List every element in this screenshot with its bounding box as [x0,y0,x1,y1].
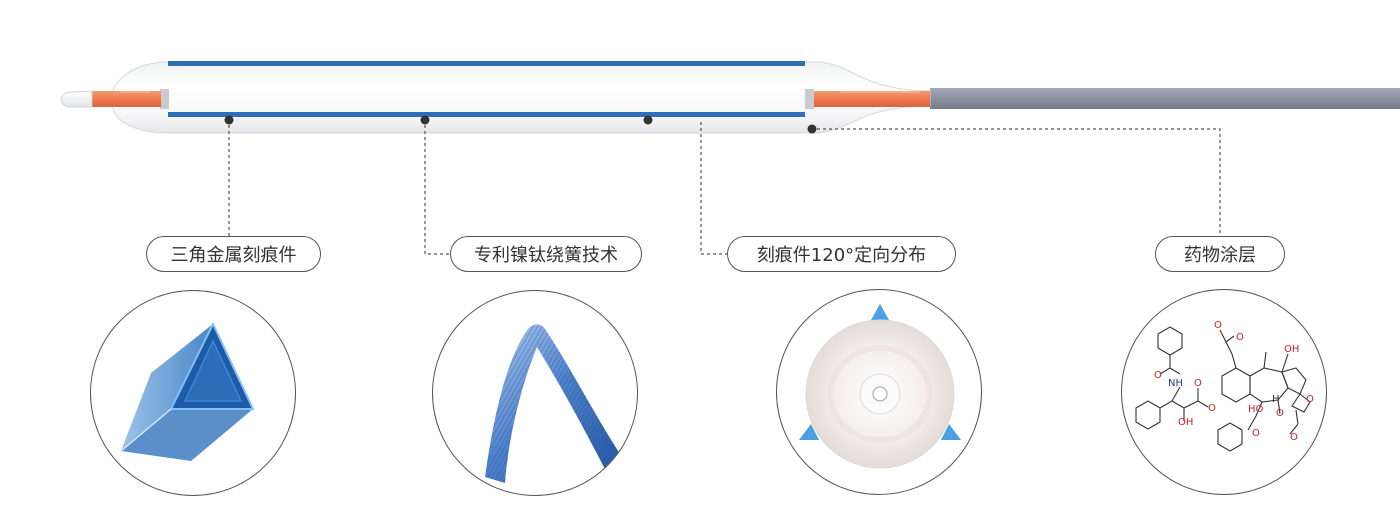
score-marker-left [799,424,819,440]
mol-label-oh-2: OH [1284,344,1299,355]
catheter-shaft [930,88,1400,109]
feature-label-score: 刻痕件120°定向分布 [727,236,956,272]
callout-dot-coating [807,124,817,134]
marker-band-right [805,89,814,109]
spring-line-top [168,61,805,66]
marker-band-left [160,89,169,109]
callout-dot-triangle [224,115,234,125]
mol-label-o-1: O [1154,370,1162,381]
mol-label-o-2: O [1194,378,1202,389]
mol-label-o-8: O [1252,428,1260,439]
feature-label-coating: 药物涂层 [1155,236,1285,272]
score-distribution-image [776,289,982,495]
score-marker-top [871,304,889,320]
distal-tip [60,90,93,108]
guidewire-lumen [872,386,888,402]
feature-label-spring: 专利镍钛绕簧技术 [450,236,642,272]
prism-bottom-face [121,409,253,461]
mol-label-h: H [1272,394,1280,405]
mol-label-o-5: O [1236,332,1244,343]
callout-dot-score [643,115,653,125]
leader-line-score [700,122,727,255]
leader-line-spring [424,125,450,255]
mol-label-ho: HO [1248,404,1264,415]
mol-label-o-7: O [1276,408,1284,419]
feature-label-triangle: 三角金属刻痕件 [146,236,321,272]
mol-label-nh: NH [1168,378,1183,389]
prism-side-face [121,324,213,451]
spring-detail-image [432,290,638,496]
callout-dot-spring [420,115,430,125]
score-marker-right [941,424,961,440]
leader-line-coating [817,128,1221,236]
triangle-detail-image [90,290,296,496]
drug-coating-molecule-image: NH O O O OH O O OH H HO O O O O [1121,289,1327,495]
mol-label-oh-1: OH [1178,417,1193,428]
spring-line-bottom [168,112,805,117]
inner-tube-right [814,91,930,107]
mol-label-o-3: O [1208,403,1216,414]
inner-tube-left [88,91,161,107]
mol-label-o-9: O [1290,432,1298,443]
mol-label-o-6: O [1306,394,1314,405]
mol-label-o-4: O [1214,320,1222,331]
